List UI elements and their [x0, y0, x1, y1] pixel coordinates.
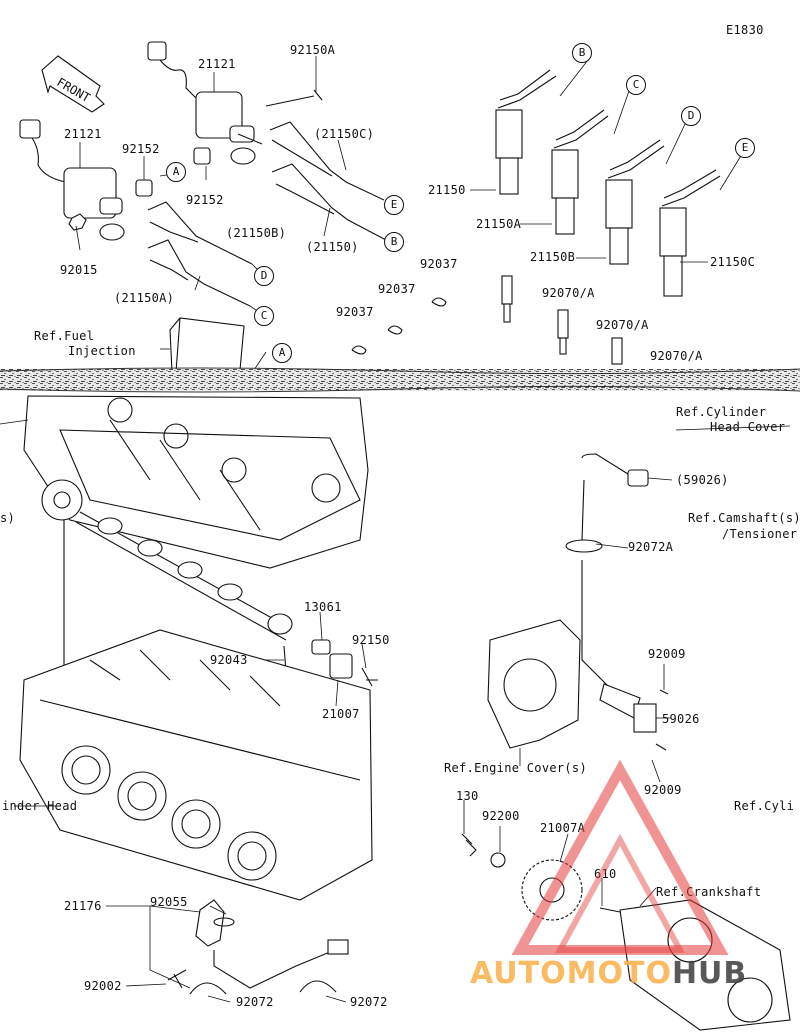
label-92072a: 92072A	[628, 540, 674, 554]
label-92037-a: 92037	[420, 257, 458, 271]
cylinder-head-cover	[23, 395, 369, 569]
label-21150-cap: (21150)	[306, 240, 359, 254]
label-injection: Injection	[68, 344, 136, 358]
watermark-part-b: HUB	[671, 956, 748, 991]
label-21121-upper: 21121	[198, 57, 236, 71]
diagram-code: E1830	[726, 23, 764, 37]
label-92009-top: 92009	[648, 647, 686, 661]
label-21150b: 21150B	[530, 250, 576, 264]
label-92152-right: 92152	[186, 193, 224, 207]
callout-b-top: B	[572, 43, 592, 63]
label-92043: 92043	[210, 653, 248, 667]
callout-e-top: E	[735, 138, 755, 158]
nut-92015	[68, 213, 87, 231]
label-21150a-cap: (21150A)	[114, 291, 175, 305]
watermark-part-a: AUTOMOTO	[470, 956, 672, 991]
callout-a-lower: A	[272, 343, 292, 363]
label-92072-left: 92072	[236, 995, 274, 1009]
ignition-coil-lower	[19, 119, 125, 241]
label-cut-left: s)	[0, 511, 16, 525]
spark-plugs	[501, 275, 623, 365]
label-92002: 92002	[84, 979, 122, 993]
torn-section-band	[0, 367, 800, 393]
label-92037-c: 92037	[336, 305, 374, 319]
label-59026: 59026	[662, 712, 700, 726]
label-21150c: 21150C	[710, 255, 756, 269]
camshaft	[41, 479, 293, 641]
label-ref-cylinder: Ref.Cylinder	[676, 405, 767, 419]
label-92200: 92200	[482, 809, 520, 823]
label-59026-ref: (59026)	[676, 473, 729, 487]
label-ref-engine-cover: Ref.Engine Cover(s)	[444, 761, 587, 775]
label-92150a: 92150A	[290, 43, 336, 57]
label-21150: 21150	[428, 183, 466, 197]
label-92152-left: 92152	[122, 142, 160, 156]
label-92055: 92055	[150, 895, 188, 909]
front-arrow-icon: FRONT	[41, 55, 105, 113]
engine-cover	[487, 619, 669, 751]
callout-c-top: C	[626, 75, 646, 95]
label-21150b-cap: (21150B)	[226, 226, 287, 240]
callout-a-mid: A	[166, 162, 186, 182]
label-92070a-3: 92070/A	[650, 349, 703, 363]
label-21150c-cap: (21150C)	[314, 127, 375, 141]
label-92015: 92015	[60, 263, 98, 277]
label-21150a: 21150A	[476, 217, 522, 231]
label-92070a-2: 92070/A	[596, 318, 649, 332]
label-21007a: 21007A	[540, 821, 586, 835]
callout-d-top: D	[681, 106, 701, 126]
label-head-cover: Head Cover	[710, 420, 786, 434]
label-92009-bottom: 92009	[644, 783, 682, 797]
plug-caps-standing	[495, 69, 721, 297]
label-130: 130	[456, 789, 479, 803]
label-92070a-1: 92070/A	[542, 286, 595, 300]
watermark: AUTOMOTOHUB	[470, 956, 747, 991]
label-92037-b: 92037	[378, 282, 416, 296]
label-21121-lower: 21121	[64, 127, 102, 141]
callout-c-mid: C	[254, 306, 274, 326]
label-13061: 13061	[304, 600, 342, 614]
label-21007: 21007	[322, 707, 360, 721]
label-92072-right: 92072	[350, 995, 388, 1009]
label-ref-camshaft: Ref.Camshaft(s)	[688, 511, 800, 525]
label-92150: 92150	[352, 633, 390, 647]
label-cylinder-head: inder Head	[2, 799, 78, 813]
label-ref-crankshaft: Ref.Crankshaft	[656, 885, 762, 899]
label-21176: 21176	[64, 899, 102, 913]
plug-caps	[147, 121, 387, 307]
label-tensioner: /Tensioner	[722, 527, 798, 541]
label-ref-cyli: Ref.Cyli	[734, 799, 795, 813]
bolt-92150a	[265, 89, 323, 107]
callout-b-mid: B	[384, 232, 404, 252]
ignition-coil-upper	[147, 41, 263, 165]
callout-d-mid: D	[254, 266, 274, 286]
cylinder-head	[19, 629, 373, 901]
callout-e-mid: E	[384, 195, 404, 215]
label-ref-fuel: Ref.Fuel	[34, 329, 95, 343]
sensor-21176	[167, 899, 349, 995]
label-610: 610	[594, 867, 617, 881]
